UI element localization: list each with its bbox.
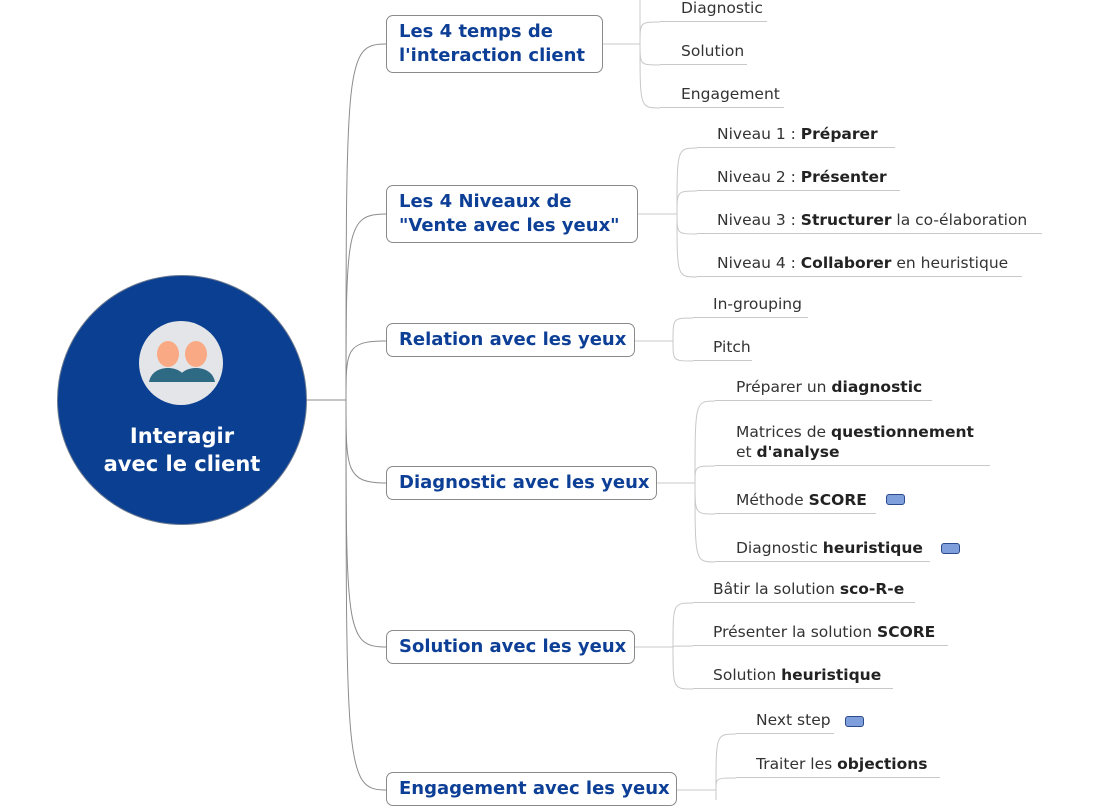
subtopic-item[interactable]: Solution heuristique [693, 665, 893, 689]
subtopic-text: Pitch [713, 338, 751, 356]
subtopic-item[interactable]: Next step [736, 710, 834, 734]
subtopic-text: SCORE [877, 623, 936, 641]
subtopic-text: Présenter la solution [713, 623, 878, 641]
subtopic-text: Méthode [736, 491, 809, 509]
subtopic-text: Bâtir la solution [713, 580, 840, 598]
subtopic-text: Niveau 2 : [717, 168, 801, 186]
subtopic-text: Engagement [681, 85, 780, 103]
subtopic-item[interactable]: Matrices de questionnement et d'analyse [715, 422, 990, 466]
subtopic-text: heuristique [822, 539, 923, 557]
subtopic-item[interactable]: Solution [660, 41, 747, 65]
subtopic-item[interactable]: Niveau 2 : Présenter [697, 167, 900, 191]
subtopic-item[interactable]: Niveau 3 : Structurer la co-élaboration [697, 210, 1042, 234]
branch-selling-levels[interactable]: Les 4 Niveaux de"Vente avec les yeux" [386, 185, 638, 243]
subtopic-item[interactable]: Niveau 1 : Préparer [697, 124, 895, 148]
subtopic-item[interactable]: Méthode SCORE [715, 490, 876, 514]
subtopic-text: Préparer [800, 125, 878, 143]
subtopic-text: questionnement [831, 423, 974, 441]
subtopic-text: Niveau 4 : [717, 254, 801, 272]
branch-engagement[interactable]: Engagement avec les yeux [386, 772, 677, 806]
branch-relation[interactable]: Relation avec les yeux [386, 323, 635, 357]
branch-solution[interactable]: Solution avec les yeux [386, 630, 635, 664]
subtopic-text: Traiter les [756, 755, 838, 773]
subtopic-text: Préparer un [736, 378, 832, 396]
subtopic-text: d'analyse [756, 443, 840, 461]
subtopic-text: Diagnostic [681, 0, 763, 17]
subtopic-item[interactable]: Présenter la solution SCORE [693, 622, 948, 646]
subtopic-item[interactable]: Engagement [660, 84, 784, 108]
subtopic-text: Solution [713, 666, 782, 684]
subtopic-text: In-grouping [713, 295, 802, 313]
subtopic-text: Niveau 3 : [717, 211, 801, 229]
subtopic-item[interactable]: Traiter les objections [736, 754, 940, 778]
note-icon[interactable] [886, 494, 905, 505]
subtopic-item[interactable]: Diagnostic heuristique [715, 538, 930, 562]
subtopic-text: objections [837, 755, 928, 773]
two-people-icon [139, 321, 223, 405]
subtopic-text: Next step [756, 711, 831, 729]
subtopic-item[interactable]: Diagnostic [660, 0, 767, 22]
subtopic-text: Structurer [800, 211, 892, 229]
subtopic-text: Présenter [800, 168, 887, 186]
branch-diagnostic[interactable]: Diagnostic avec les yeux [386, 466, 657, 500]
subtopic-text: Diagnostic [736, 539, 823, 557]
subtopic-text: Niveau 1 : [717, 125, 801, 143]
note-icon[interactable] [845, 716, 864, 727]
subtopic-item[interactable]: Préparer un diagnostic [715, 377, 932, 401]
subtopic-text: et [736, 443, 757, 461]
subtopic-text: SCORE [808, 491, 867, 509]
subtopic-text: heuristique [781, 666, 882, 684]
subtopic-text: Collaborer [800, 254, 892, 272]
subtopic-item[interactable]: In-grouping [693, 294, 808, 318]
subtopic-item[interactable]: Pitch [693, 337, 752, 361]
subtopic-text: Solution [681, 42, 745, 60]
subtopic-item[interactable]: Niveau 4 : Collaborer en heuristique [697, 253, 1022, 277]
note-icon[interactable] [941, 543, 960, 554]
subtopic-text: diagnostic [831, 378, 923, 396]
subtopic-text: Matrices de [736, 423, 831, 441]
subtopic-text: sco-R-e [839, 580, 905, 598]
subtopic-text: la co-élaboration [891, 211, 1028, 229]
subtopic-text: en heuristique [891, 254, 1009, 272]
subtopic-item[interactable]: Bâtir la solution sco-R-e [693, 579, 915, 603]
